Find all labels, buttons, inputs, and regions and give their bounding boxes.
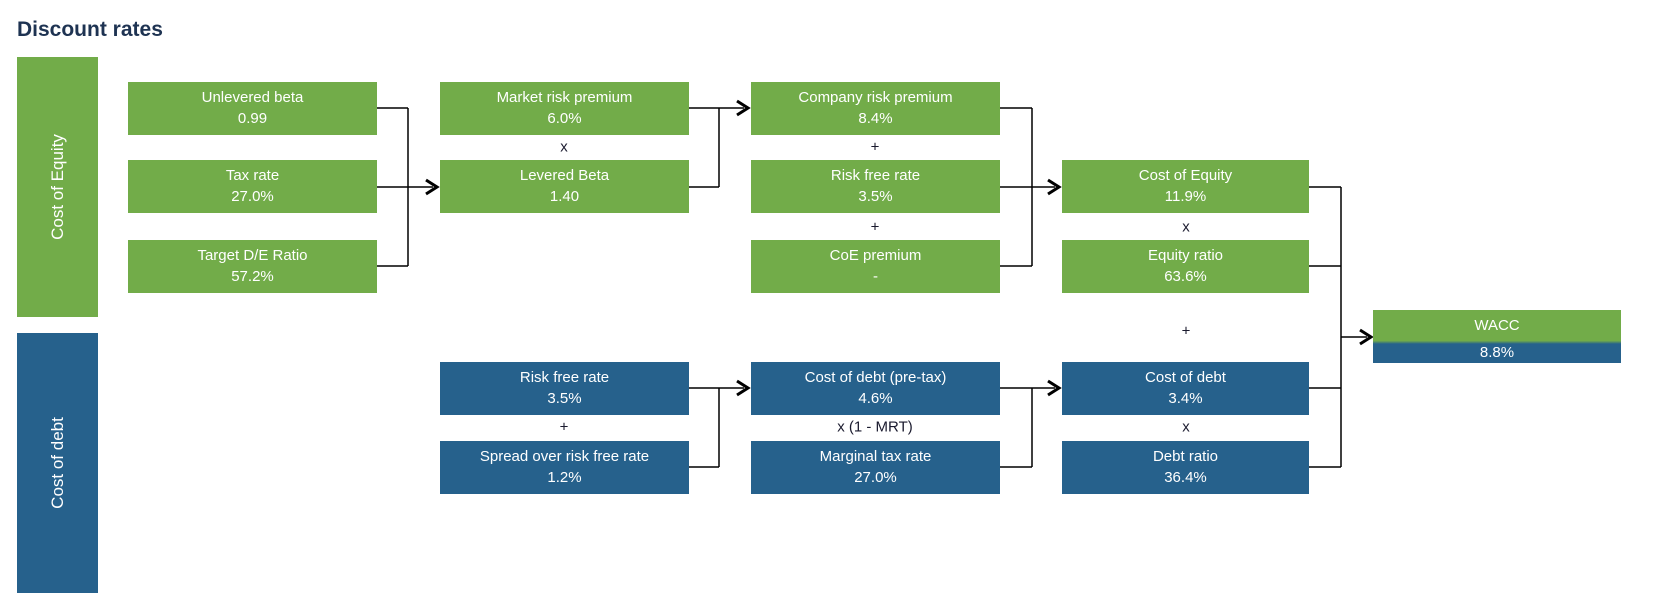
page-title: Discount rates	[17, 18, 163, 41]
box-unlevered-beta: Unlevered beta 0.99	[128, 82, 377, 135]
arrow-into-crp-icon	[736, 99, 751, 117]
box-risk-free-rate-equity: Risk free rate 3.5%	[751, 160, 1000, 213]
operator-multiply-coe-equity: x	[1182, 218, 1190, 236]
box-marginal-tax-rate: Marginal tax rate 27.0%	[751, 441, 1000, 494]
operator-plus-rfr-coe-premium: +	[870, 218, 880, 236]
operator-plus-equity-debt: +	[1181, 322, 1191, 340]
box-levered-beta: Levered Beta 1.40	[440, 160, 689, 213]
box-target-de-ratio: Target D/E Ratio 57.2%	[128, 240, 377, 293]
operator-plus-rfr-spread: +	[559, 418, 569, 436]
operator-one-minus-mrt: x (1 - MRT)	[837, 418, 913, 436]
box-risk-free-rate-debt: Risk free rate 3.5%	[440, 362, 689, 415]
operator-plus-crp-rfr: +	[870, 138, 880, 156]
arrow-into-cost-of-debt-icon	[1047, 379, 1062, 397]
box-cost-of-debt: Cost of debt 3.4%	[1062, 362, 1309, 415]
box-cost-of-equity: Cost of Equity 11.9%	[1062, 160, 1309, 213]
arrow-into-wacc-icon	[1359, 328, 1374, 346]
box-equity-ratio: Equity ratio 63.6%	[1062, 240, 1309, 293]
box-market-risk-premium: Market risk premium 6.0%	[440, 82, 689, 135]
arrow-into-cod-pretax-icon	[736, 379, 751, 397]
box-wacc: WACC 8.8%	[1373, 310, 1621, 363]
box-tax-rate: Tax rate 27.0%	[128, 160, 377, 213]
box-debt-ratio: Debt ratio 36.4%	[1062, 441, 1309, 494]
operator-multiply-cod-ratio: x	[1182, 418, 1190, 436]
operator-multiply-mrp-beta: x	[560, 138, 568, 156]
box-company-risk-premium: Company risk premium 8.4%	[751, 82, 1000, 135]
box-spread-over-risk-free-rate: Spread over risk free rate 1.2%	[440, 441, 689, 494]
box-coe-premium: CoE premium -	[751, 240, 1000, 293]
sidebar-cost-of-debt: Cost of debt	[17, 333, 98, 593]
box-cost-of-debt-pretax: Cost of debt (pre-tax) 4.6%	[751, 362, 1000, 415]
sidebar-cost-of-equity: Cost of Equity	[17, 57, 98, 317]
arrow-into-levered-beta-icon	[425, 178, 440, 196]
arrow-into-cost-of-equity-icon	[1047, 178, 1062, 196]
